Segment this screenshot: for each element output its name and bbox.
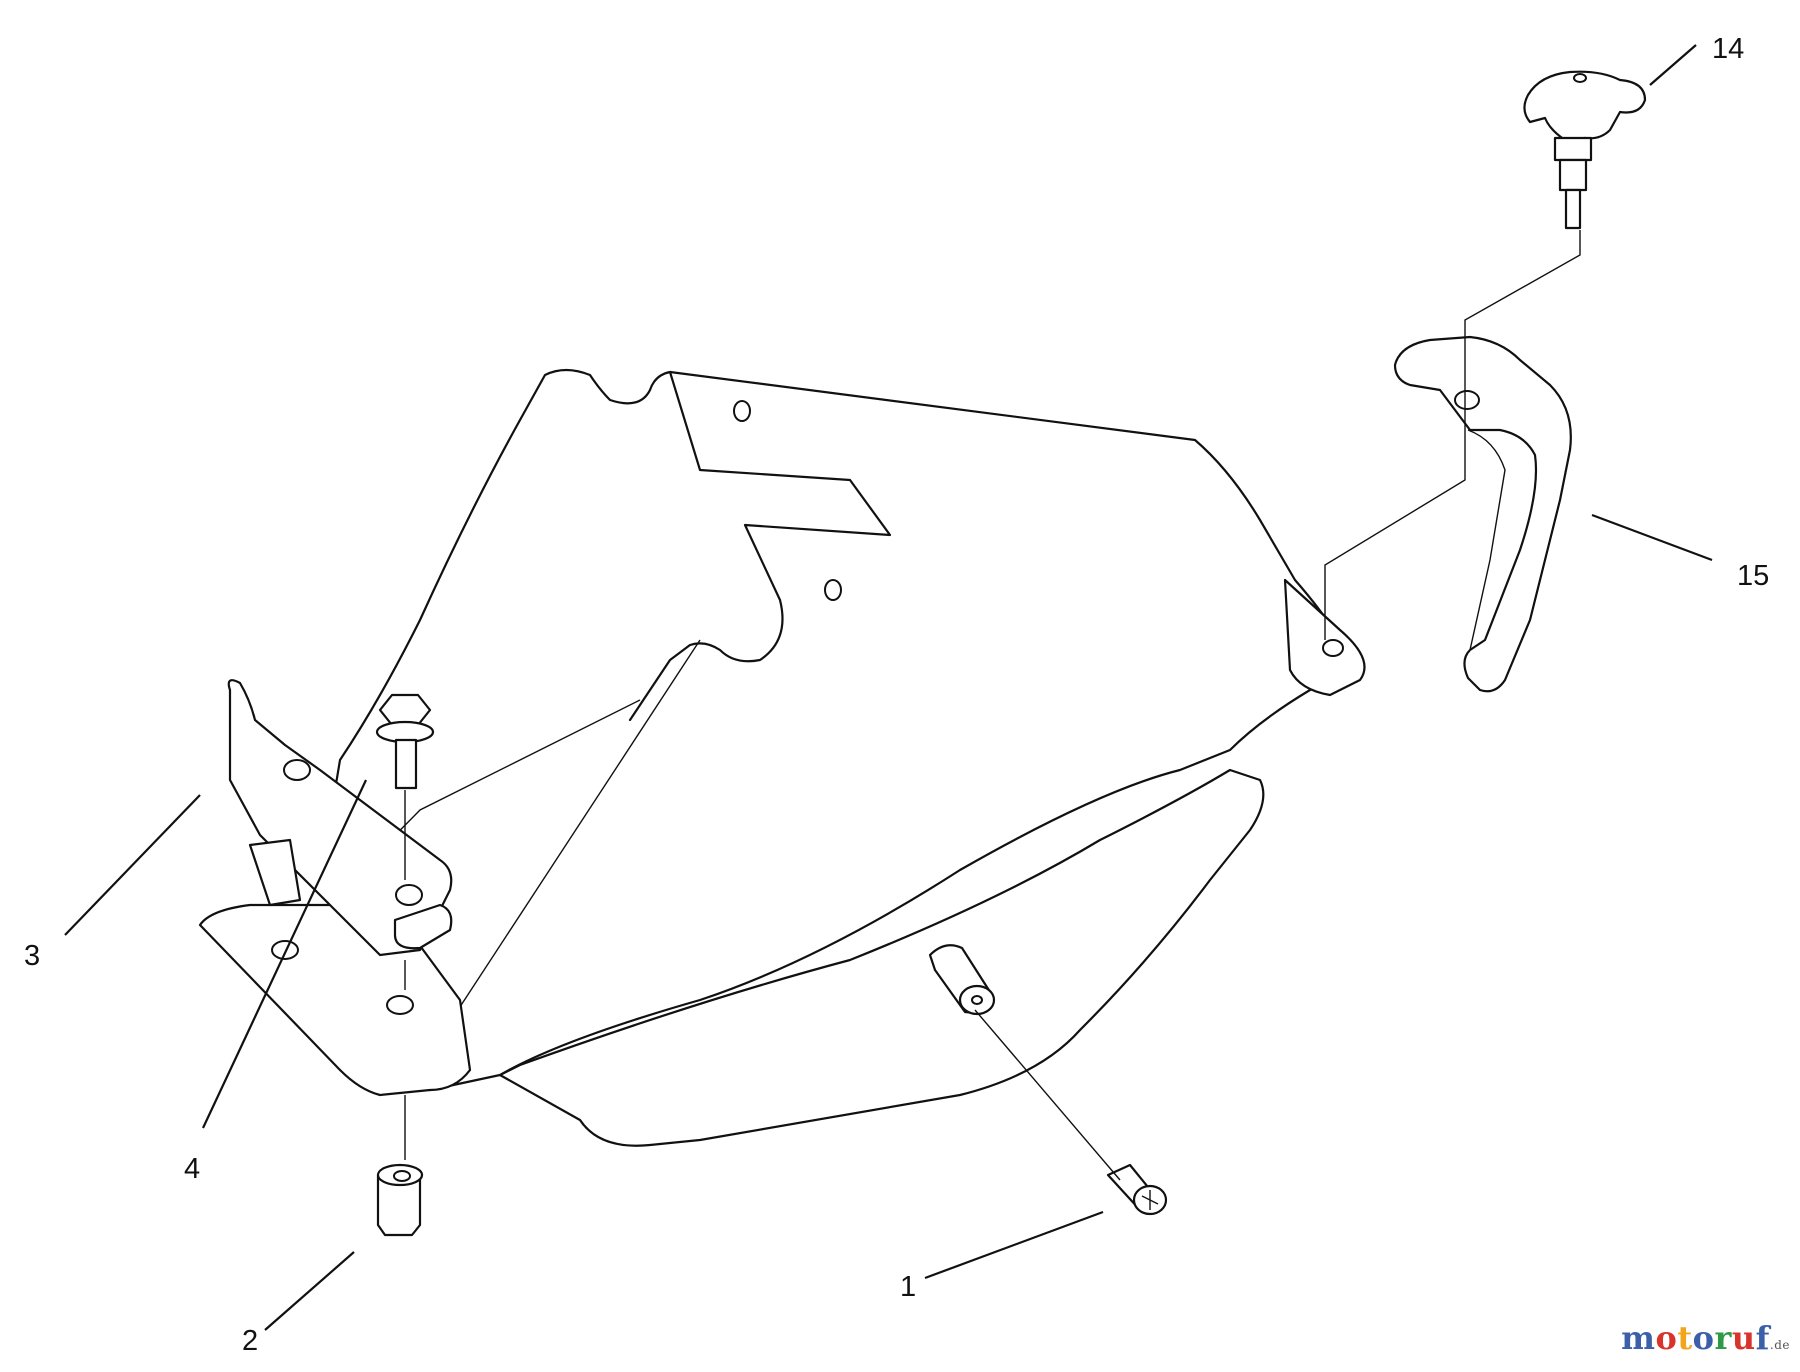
- leader-lines: [64, 44, 1713, 1331]
- lever: [1393, 335, 1572, 693]
- bolt-shank: [394, 738, 418, 790]
- callout-4: 4: [184, 1153, 200, 1185]
- callout-2: 2: [242, 1325, 258, 1357]
- shield-hole-mid: [824, 579, 842, 601]
- screw: [1106, 1163, 1168, 1216]
- leader-2: [264, 1251, 355, 1331]
- bracket-base-hole-left: [271, 940, 299, 960]
- watermark-letter: f: [1755, 1319, 1770, 1357]
- leader-15: [1591, 513, 1713, 562]
- leader-14: [1649, 44, 1697, 86]
- bracket-hole-upper: [283, 759, 311, 781]
- shield-hole-top: [733, 400, 751, 422]
- callout-labels: 1 2 3 4 14 15: [24, 33, 1769, 1357]
- bracket-upright: [227, 679, 453, 957]
- spacer: [928, 944, 996, 1016]
- callout-3: 3: [24, 940, 40, 972]
- knob: [1523, 70, 1647, 230]
- callout-14: 14: [1712, 33, 1744, 65]
- bracket-base-hole-right: [386, 995, 414, 1015]
- bolt-head: [378, 693, 432, 727]
- bracket-nut: [393, 903, 453, 950]
- shield-inner-edge: [434, 639, 701, 1046]
- shield-lower-flap: [498, 768, 1265, 1147]
- callout-1: 1: [900, 1271, 916, 1303]
- knob-pin: [1564, 188, 1582, 230]
- knob-stem: [1558, 158, 1588, 192]
- watermark-letter: o: [1692, 1319, 1715, 1357]
- bracket-foot: [248, 838, 302, 907]
- watermark-letter: u: [1731, 1319, 1756, 1357]
- mounting-bracket: [198, 679, 472, 1097]
- leader-4: [202, 779, 367, 1129]
- watermark-tld: .de: [1769, 1338, 1790, 1352]
- assembly-lines: [404, 230, 1581, 1181]
- clip-nut: [376, 1163, 424, 1237]
- watermark-letter: m: [1621, 1319, 1656, 1357]
- bracket-hole-lower: [395, 884, 423, 906]
- shield-body: [328, 368, 1357, 1092]
- callout-15: 15: [1737, 560, 1769, 592]
- leader-3: [64, 794, 201, 936]
- shield-top-notch: [628, 370, 892, 722]
- knob-grip: [1523, 70, 1647, 142]
- lever-hole: [1454, 390, 1480, 410]
- shield-right-tab-hole: [1322, 639, 1344, 657]
- watermark-letter: o: [1655, 1319, 1678, 1357]
- chute-shield: [328, 368, 1366, 1147]
- motoruf-watermark-logo: motoruf.de: [1621, 1319, 1790, 1357]
- bolt: [375, 693, 435, 790]
- leader-1: [924, 1210, 1104, 1280]
- watermark-letter: t: [1677, 1319, 1693, 1357]
- watermark-letter: r: [1714, 1319, 1732, 1357]
- knob-collar: [1553, 136, 1593, 162]
